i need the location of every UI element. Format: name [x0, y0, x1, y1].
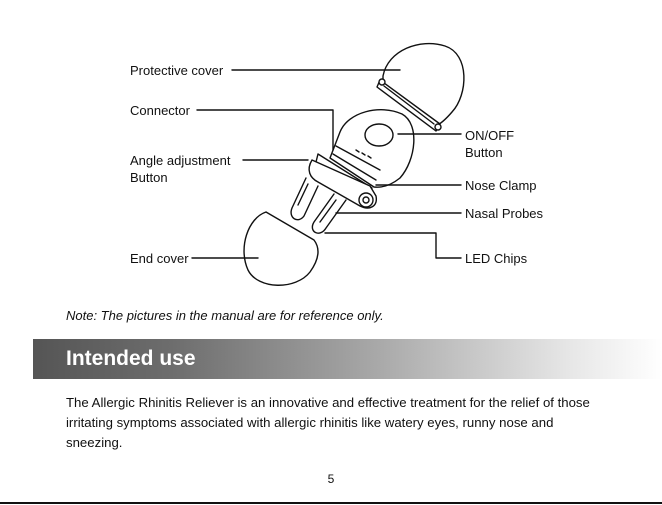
section-header-bar: Intended use — [33, 339, 662, 379]
end-cover-illustration — [243, 211, 319, 286]
on-off-button-illustration — [364, 123, 394, 147]
label-connector: Connector — [130, 103, 191, 118]
protective-cover-illustration — [376, 42, 465, 132]
label-end-cover: End cover — [130, 251, 189, 266]
page-number: 5 — [327, 472, 335, 486]
label-on-off: ON/OFF — [465, 128, 514, 143]
section-title: Intended use — [66, 347, 196, 370]
label-nasal-probes: Nasal Probes — [465, 206, 544, 221]
leader-lines — [191, 69, 462, 259]
label-angle-adjustment: Angle adjustment — [130, 153, 231, 168]
device-parts-diagram: Protective cover Connector Angle adjustm… — [130, 42, 544, 286]
bottom-rule — [0, 502, 662, 504]
label-nose-clamp: Nose Clamp — [465, 178, 537, 193]
label-led-chips: LED Chips — [465, 251, 528, 266]
nasal-probes-illustration — [290, 177, 347, 234]
nose-clamp-illustration — [308, 159, 377, 209]
label-protective-cover: Protective cover — [130, 63, 224, 78]
label-on-off-button: Button — [465, 145, 503, 160]
reference-note: Note: The pictures in the manual are for… — [66, 308, 384, 323]
label-angle-adjustment-button: Button — [130, 170, 168, 185]
intended-use-text: The Allergic Rhinitis Reliever is an inn… — [66, 395, 590, 450]
